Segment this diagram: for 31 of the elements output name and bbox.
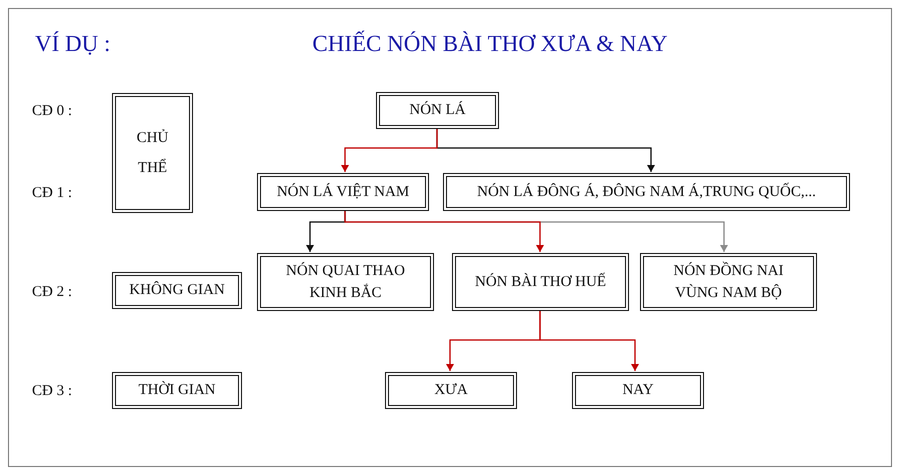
double-border-box (572, 372, 704, 409)
arrow (341, 129, 438, 172)
box-text: NAY (622, 381, 654, 400)
double-border-box (443, 173, 850, 211)
level-label: CĐ 1 : (32, 185, 72, 202)
double-border-box (376, 92, 499, 129)
level-label: CĐ 0 : (32, 103, 72, 120)
level-label: CĐ 2 : (32, 284, 72, 301)
double-border-box (257, 253, 434, 311)
arrow (446, 311, 541, 371)
example-heading: VÍ DỤ : (35, 31, 110, 57)
box-text: CHỦ THỂ (136, 128, 170, 178)
double-border-box (112, 372, 242, 409)
box-text: XƯA (434, 381, 468, 400)
level-label: CĐ 3 : (32, 383, 72, 400)
arrow (344, 211, 544, 252)
double-border-box (257, 173, 429, 211)
box-text: NÓN LÁ VIỆT NAM (276, 182, 410, 202)
double-border-box (452, 253, 629, 311)
double-border-box (640, 253, 817, 311)
box-text: THỜI GIAN (138, 380, 216, 400)
double-border-box (385, 372, 517, 409)
diagram-title: CHIẾC NÓN BÀI THƠ XƯA & NAY (311, 31, 669, 57)
box-text: NÓN ĐỒNG NAI VÙNG NAM BỘ (672, 260, 784, 303)
box-text: KHÔNG GIAN (129, 280, 225, 300)
double-border-box (112, 272, 242, 309)
box-text: NÓN LÁ (409, 100, 466, 120)
box-text: NÓN LÁ ĐÔNG Á, ĐÔNG NAM Á,TRUNG QUỐC,... (477, 182, 816, 202)
box-text: NÓN BÀI THƠ HUẾ (475, 272, 606, 292)
double-border-box (112, 93, 193, 213)
box-text: NÓN QUAI THAO KINH BẮC (285, 261, 406, 303)
